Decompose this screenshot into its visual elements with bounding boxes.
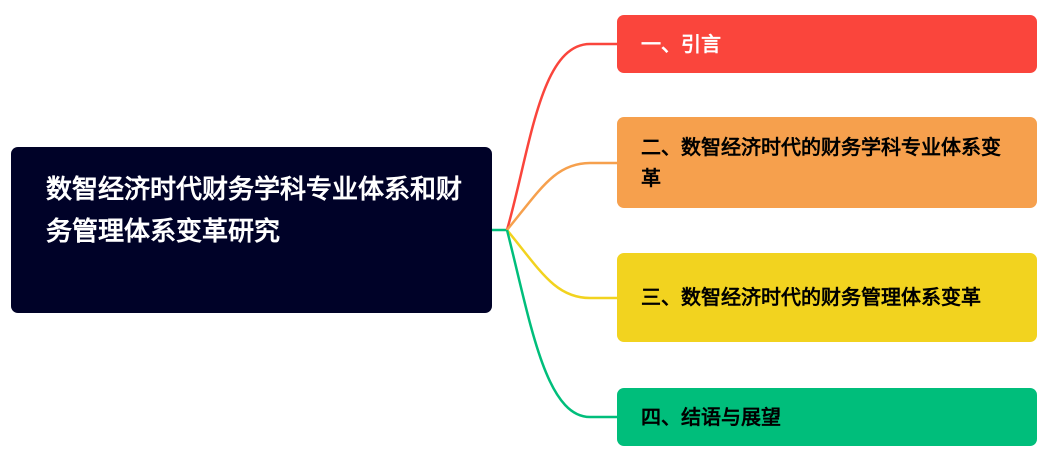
branch-topic-4[interactable]: 四、结语与展望 [617,388,1037,446]
branch-connector-1 [505,42,617,231]
branch-topic-2[interactable]: 二、数智经济时代的财务学科专业体系变革 [617,117,1037,208]
branch-topic-label: 一、引言 [641,31,721,56]
branch-topic-3[interactable]: 三、数智经济时代的财务管理体系变革 [617,253,1037,342]
branch-connector-2 [506,161,617,231]
root-topic-label: 数智经济时代财务学科专业体系和财务管理体系变革研究 [46,175,463,247]
branch-topic-1[interactable]: 一、引言 [617,15,1037,73]
branch-topic-label: 二、数智经济时代的财务学科专业体系变革 [641,134,1001,190]
branch-topic-label: 四、结语与展望 [641,404,781,429]
branch-connector-3 [506,229,617,300]
branch-topic-label: 三、数智经济时代的财务管理体系变革 [641,285,981,309]
root-topic[interactable]: 数智经济时代财务学科专业体系和财务管理体系变革研究 [11,147,492,313]
branch-connector-4 [505,229,617,419]
